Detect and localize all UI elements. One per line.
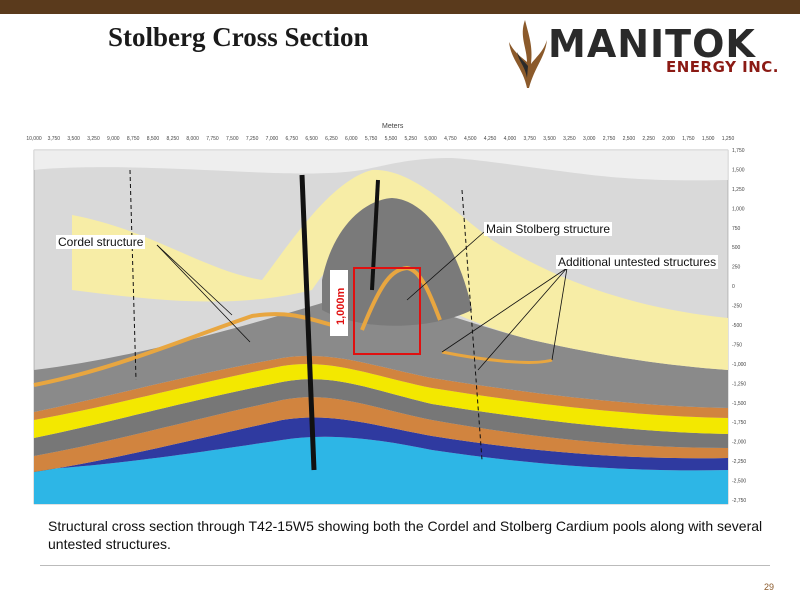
top-tick-label: 3,500: [543, 136, 556, 142]
top-tick-label: 1,500: [702, 136, 715, 142]
top-tick-label: 6,500: [305, 136, 318, 142]
top-tick-label: 3,750: [523, 136, 536, 142]
right-tick-label: -250: [732, 304, 742, 310]
top-tick-label: 4,000: [504, 136, 517, 142]
right-tick-label: -2,250: [732, 459, 746, 465]
top-tick-label: 1,750: [682, 136, 695, 142]
right-tick-label: -500: [732, 323, 742, 329]
cross-section: Meters 10,000 3,750 3,500 3,250 9,000 8,750 8,…: [26, 120, 748, 510]
antler-icon: [509, 20, 547, 88]
right-tick-label: -1,500: [732, 401, 746, 407]
top-tick-label: 6,750: [286, 136, 299, 142]
top-tick-label: 7,500: [226, 136, 239, 142]
right-tick-label: 1,250: [732, 187, 745, 193]
top-tick-label: 8,750: [127, 136, 140, 142]
top-tick-label: 5,250: [404, 136, 417, 142]
caption: Structural cross section through T42-15W…: [48, 518, 763, 552]
top-tick-label: 4,250: [484, 136, 497, 142]
right-tick-label: 250: [732, 265, 741, 271]
right-ticks: 1,750 1,500 1,250 1,000 750 500 250 0 -250 -500 -7…: [732, 148, 746, 504]
divider: [40, 565, 770, 566]
cross-section-figure: Meters 10,000 3,750 3,500 3,250 9,000 8,750 8,…: [26, 123, 746, 505]
company-logo: [505, 18, 790, 90]
top-tick-label: 7,750: [206, 136, 219, 142]
top-tick-label: 4,750: [444, 136, 457, 142]
top-tick-label: 7,250: [246, 136, 259, 142]
scale-label: 1,000m: [335, 287, 347, 325]
top-tick-label: 3,250: [87, 136, 100, 142]
top-tick-label: 8,500: [147, 136, 160, 142]
right-tick-label: 1,000: [732, 206, 745, 212]
top-tick-label: 1,250: [722, 136, 735, 142]
top-bar: [0, 0, 800, 14]
logo-name: MANITOK: [548, 22, 756, 66]
top-tick-label: 5,500: [385, 136, 398, 142]
top-tick-label: 3,000: [583, 136, 596, 142]
top-tick-label: 10,000: [26, 136, 42, 142]
right-tick-label: -2,000: [732, 440, 746, 446]
right-tick-label: -2,500: [732, 479, 746, 485]
page-number: 29: [764, 582, 775, 592]
label-additional: Additional untested structures: [556, 255, 719, 269]
right-tick-label: -1,750: [732, 420, 746, 426]
right-tick-label: 1,500: [732, 167, 745, 173]
top-tick-label: 3,500: [67, 136, 80, 142]
top-tick-label: 2,250: [642, 136, 655, 142]
label-cordel: Cordel structure: [56, 235, 146, 249]
top-tick-label: 5,750: [365, 136, 378, 142]
top-tick-label: 5,000: [424, 136, 437, 142]
right-tick-label: -2,750: [732, 498, 746, 504]
top-tick-label: 2,750: [603, 136, 616, 142]
top-tick-label: 3,750: [48, 136, 61, 142]
logo-subtitle: ENERGY INC.: [666, 58, 780, 76]
right-tick-label: 750: [732, 226, 741, 232]
top-tick-label: 8,000: [186, 136, 199, 142]
right-tick-label: 0: [732, 284, 735, 290]
top-tick-label: 4,500: [464, 136, 477, 142]
top-tick-label: 3,250: [563, 136, 576, 142]
right-tick-label: -1,000: [732, 362, 746, 368]
right-tick-label: -1,250: [732, 381, 746, 387]
top-tick-label: 6,250: [325, 136, 338, 142]
top-tick-label: 6,000: [345, 136, 358, 142]
top-tick-label: 9,000: [107, 136, 120, 142]
right-tick-label: 1,750: [732, 148, 745, 154]
label-main-stolberg: Main Stolberg structure: [484, 222, 613, 236]
right-tick-label: -750: [732, 342, 742, 348]
top-tick-label: 8,250: [167, 136, 180, 142]
slide-title: Stolberg Cross Section: [108, 22, 369, 52]
top-tick-label: 2,000: [662, 136, 675, 142]
top-tick-label: 2,500: [623, 136, 636, 142]
top-ticks: 10,000 3,750 3,500 3,250 9,000 8,750 8,500 8,25…: [26, 136, 734, 142]
right-tick-label: 500: [732, 245, 741, 251]
axis-title: Meters: [382, 123, 404, 130]
top-tick-label: 7,000: [266, 136, 279, 142]
